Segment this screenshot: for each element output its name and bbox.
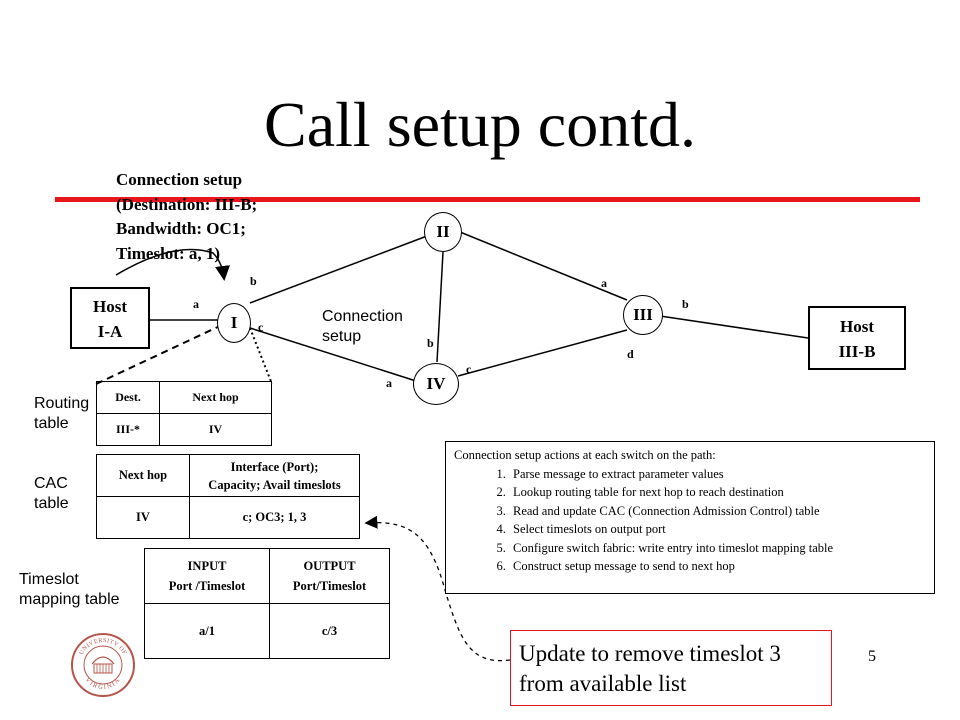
connection-setup-label: Connection setup xyxy=(322,308,403,345)
timeslot-header-output: OUTPUT Port/Timeslot xyxy=(269,548,390,604)
slide-title: Call setup contd. xyxy=(264,89,696,160)
host-i-a: Host I-A xyxy=(70,287,150,349)
port-label: d xyxy=(627,347,634,361)
switch-node-iv: IV xyxy=(413,363,459,405)
switch-node-iii: III xyxy=(623,295,663,335)
update-callout: Update to remove timeslot 3 from availab… xyxy=(510,630,832,706)
routing-cell-nexthop: IV xyxy=(159,413,272,446)
host-iii-b: Host III-B xyxy=(808,306,906,370)
port-label: a xyxy=(386,376,392,390)
timeslot-cell-output: c/3 xyxy=(269,603,390,659)
link-iii-hostb xyxy=(659,315,809,339)
routing-header-nexthop: Next hop xyxy=(159,381,272,414)
action-step: Construct setup message to send to next … xyxy=(509,557,926,576)
action-step: Configure switch fabric: write entry int… xyxy=(509,539,926,558)
cac-cell-interface: c; OC3; 1, 3 xyxy=(189,496,360,539)
port-label: b xyxy=(250,274,257,288)
host-id: I-A xyxy=(97,322,123,341)
message-line: Connection setup xyxy=(116,170,243,189)
port-label: b xyxy=(427,336,434,350)
link-i-iv xyxy=(249,327,417,382)
cac-cell-nexthop: IV xyxy=(96,496,190,539)
callout-connector xyxy=(364,515,511,662)
link-ii-iv xyxy=(436,251,444,363)
port-label: a xyxy=(193,297,199,311)
switch-node-ii: II xyxy=(424,212,462,252)
cac-header-nexthop: Next hop xyxy=(96,454,190,497)
svg-text:UNIVERSITY OF: UNIVERSITY OF xyxy=(79,638,128,656)
timeslot-mapping-table: INPUT Port /Timeslot OUTPUT Port/Timeslo… xyxy=(143,548,390,659)
routing-cell-dest: III-* xyxy=(95,413,161,446)
actions-list: Parse message to extract parameter value… xyxy=(454,465,926,576)
timeslot-table-label: Timeslot mapping table xyxy=(19,571,120,608)
message-arrow xyxy=(115,248,230,281)
port-label: b xyxy=(682,297,689,311)
page-number: 5 xyxy=(868,648,876,665)
host-label: Host xyxy=(93,297,127,316)
timeslot-cell-input: a/1 xyxy=(143,603,271,659)
port-label: c xyxy=(258,320,264,334)
host-id: III-B xyxy=(838,342,876,361)
routing-table: Dest. Next hop III-* IV xyxy=(95,381,272,446)
setup-actions-box: Connection setup actions at each switch … xyxy=(445,441,935,594)
message-line: Bandwidth: OC1; xyxy=(116,219,246,238)
cac-table-label: CAC table xyxy=(34,475,69,512)
actions-heading: Connection setup actions at each switch … xyxy=(454,448,716,462)
link-iv-iii xyxy=(457,329,628,377)
host-label: Host xyxy=(840,317,874,336)
port-label: c xyxy=(466,362,472,376)
switch-node-i: I xyxy=(217,303,251,343)
link-i-ii xyxy=(249,235,428,304)
setup-message: Connection setup (Destination: III-B; Ba… xyxy=(116,168,257,266)
routing-header-dest: Dest. xyxy=(95,381,161,414)
link-ii-iii xyxy=(459,231,628,301)
university-seal-logo: UNIVERSITY OF VIRGINIA xyxy=(71,633,135,697)
routing-table-label: Routing table xyxy=(34,395,90,432)
title-divider xyxy=(55,197,920,202)
action-step: Read and update CAC (Connection Admissio… xyxy=(509,502,926,521)
message-line: Timeslot: a, 1) xyxy=(116,243,221,263)
routing-leader-right xyxy=(249,327,273,385)
cac-header-interface: Interface (Port); Capacity; Avail timesl… xyxy=(189,454,360,497)
port-label: a xyxy=(601,276,607,290)
timeslot-header-input: INPUT Port /Timeslot xyxy=(143,548,271,604)
action-step: Parse message to extract parameter value… xyxy=(509,465,926,484)
action-step: Lookup routing table for next hop to rea… xyxy=(509,483,926,502)
message-line: (Destination: III-B; xyxy=(116,194,258,214)
action-step: Select timeslots on output port xyxy=(509,520,926,539)
cac-table: Next hop Interface (Port); Capacity; Ava… xyxy=(96,454,360,539)
